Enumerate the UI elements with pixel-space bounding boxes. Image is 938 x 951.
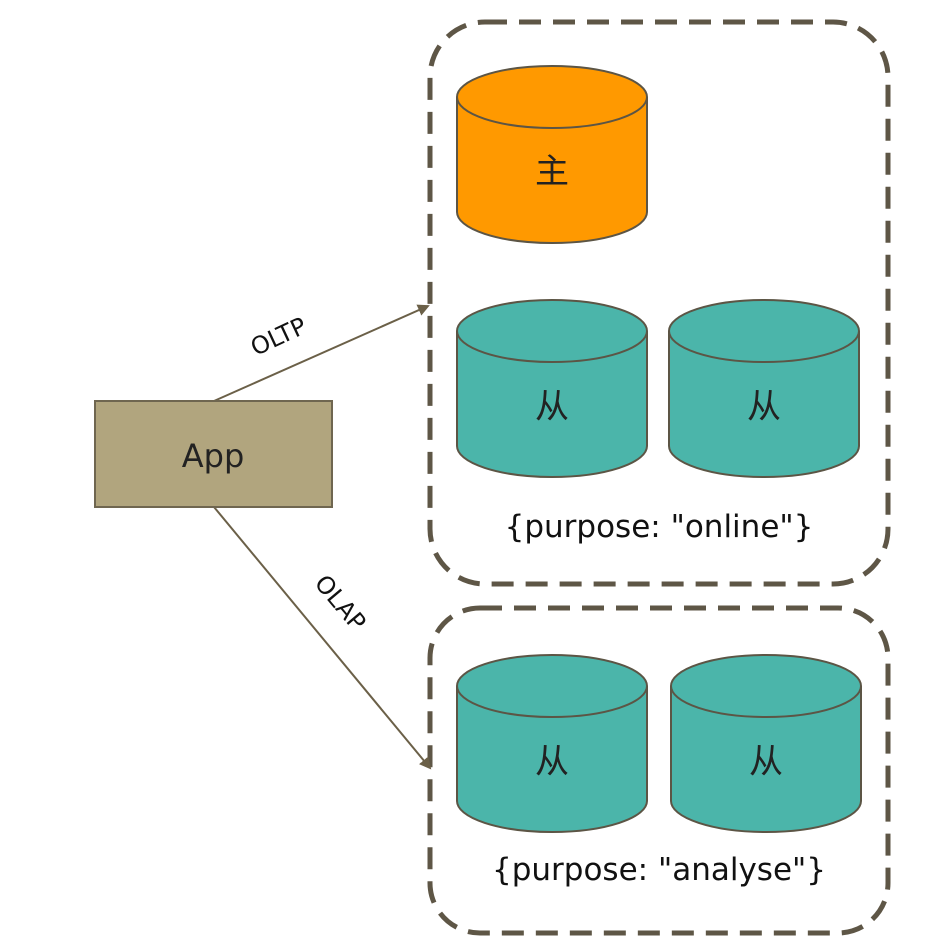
- analyse-secondary-database-1: 从: [456, 654, 648, 833]
- online-group-border: [427, 19, 891, 587]
- primary-database: 主: [456, 65, 648, 244]
- oltp-arrow: [213, 304, 430, 402]
- app-node: App: [94, 400, 333, 508]
- primary-database-label: 主: [535, 152, 569, 192]
- analyse-secondary-database-2: 从: [670, 654, 862, 833]
- online-secondary-label-1: 从: [535, 387, 569, 427]
- analyse-group-tag: {purpose: "analyse"}: [492, 852, 826, 888]
- olap-label: OLAP: [309, 569, 371, 636]
- analyse-secondary-label-1: 从: [535, 742, 569, 782]
- online-group-tag: {purpose: "online"}: [505, 509, 814, 545]
- online-secondary-database-1: 从: [456, 299, 648, 478]
- online-secondary-database-2: 从: [668, 299, 860, 478]
- analyse-group-border: [427, 605, 891, 936]
- analyse-secondary-label-2: 从: [749, 742, 783, 782]
- oltp-label: OLTP: [246, 312, 310, 362]
- olap-arrow: [213, 506, 432, 770]
- app-label: App: [182, 437, 245, 475]
- online-secondary-label-2: 从: [747, 387, 781, 427]
